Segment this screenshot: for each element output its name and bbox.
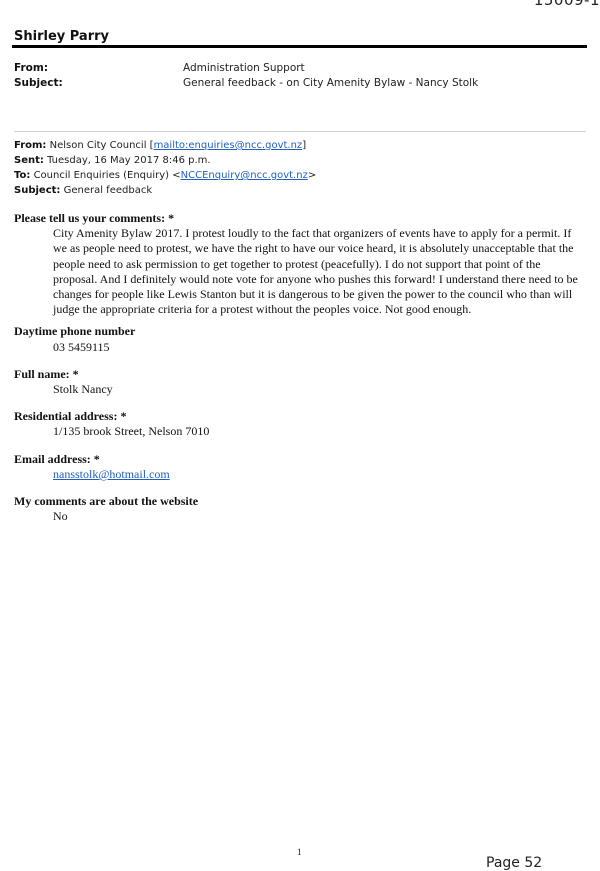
question-website: My comments are about the website: [14, 494, 199, 509]
question-phone: Daytime phone number: [14, 324, 136, 339]
question-full-name: Full name: *: [14, 366, 79, 381]
meta-sent-label: Sent:: [14, 155, 44, 166]
answer-address: 1/135 brook Street, Nelson 7010: [53, 424, 210, 439]
meta-from-close: ]: [302, 140, 307, 151]
answer-phone: 03 5459115: [53, 339, 110, 354]
meta-to-close: >: [307, 170, 317, 181]
page-number: 1: [297, 847, 302, 857]
original-message-header: From: Nelson City Council [mailto:enquir…: [14, 138, 316, 198]
answer-email: nansstolk@hotmail.com: [53, 467, 580, 482]
email-link[interactable]: nansstolk@hotmail.com: [53, 466, 170, 481]
answer-full-name: Stolk Nancy: [53, 382, 113, 397]
message-divider: [14, 131, 586, 132]
meta-sent-value: Tuesday, 16 May 2017 8:46 p.m.: [47, 155, 211, 166]
page-label: Page 52: [486, 855, 543, 871]
meta-subject-label: Subject:: [14, 185, 61, 196]
question-email: Email address: *: [14, 451, 100, 466]
meta-subject-line: Subject: General feedback: [14, 183, 316, 198]
question-address: Residential address: *: [14, 409, 127, 424]
meta-to-text: Council Enquiries (Enquiry) <: [33, 170, 181, 181]
meta-sent-line: Sent: Tuesday, 16 May 2017 8:46 p.m.: [14, 153, 316, 168]
answer-comments: City Amenity Bylaw 2017. I protest loudl…: [53, 226, 578, 317]
meta-from-text: Nelson City Council [: [49, 140, 154, 151]
header-subject-value: General feedback - on City Amenity Bylaw…: [183, 77, 479, 89]
author-name: Shirley Parry: [14, 29, 110, 44]
meta-from-link[interactable]: mailto:enquiries@ncc.govt.nz: [153, 140, 303, 151]
question-comments: Please tell us your comments: *: [14, 211, 175, 225]
meta-to-label: To:: [14, 170, 31, 181]
meta-subject-value: General feedback: [63, 185, 153, 196]
feedback-form: Please tell us your comments: * City Ame…: [14, 211, 580, 536]
header-from-label: From:: [14, 62, 49, 74]
header-subject-label: Subject:: [14, 77, 63, 89]
meta-to-line: To: Council Enquiries (Enquiry) <NCCEnqu…: [14, 168, 316, 183]
meta-from-label: From:: [14, 140, 47, 151]
document-id: 15009-1: [533, 0, 600, 9]
header-divider: [12, 45, 587, 48]
meta-from-line: From: Nelson City Council [mailto:enquir…: [14, 138, 316, 153]
answer-website: No: [53, 509, 68, 524]
header-from-value: Administration Support: [183, 62, 305, 74]
meta-to-link[interactable]: NCCEnquiry@ncc.govt.nz: [180, 170, 308, 181]
